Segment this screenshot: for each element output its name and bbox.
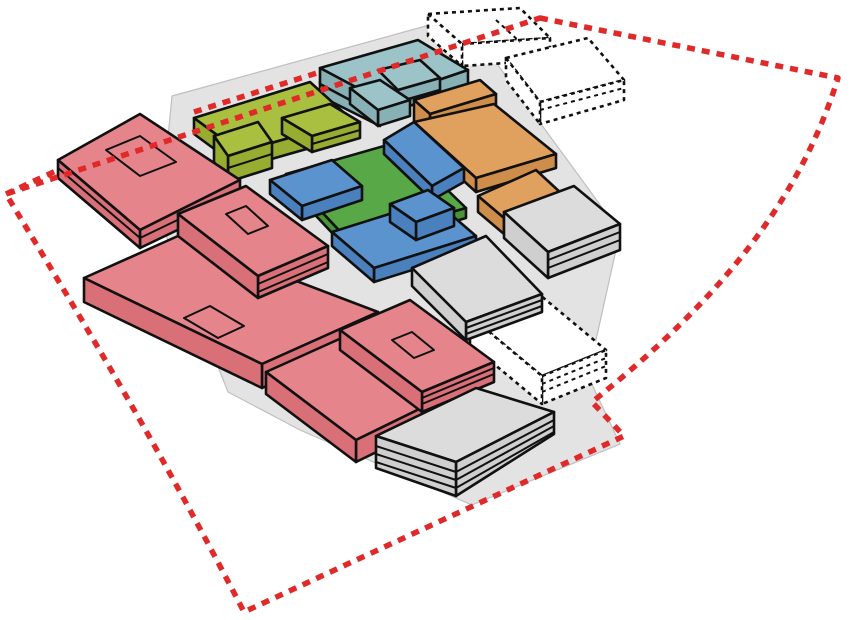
blue-blocks: [268, 120, 478, 284]
grey-block-upper: [502, 184, 622, 280]
red-block-tower-lower: [338, 298, 496, 414]
lime-blocks: [192, 80, 362, 184]
grey-block-bottom: [374, 386, 556, 498]
proposed-block-top-right: [504, 36, 626, 126]
grey-block-middle: [410, 234, 544, 342]
proposed-block-top-left: [426, 6, 552, 68]
site-boundary-outline: [3, 15, 841, 615]
red-block-tower-center: [176, 184, 330, 300]
